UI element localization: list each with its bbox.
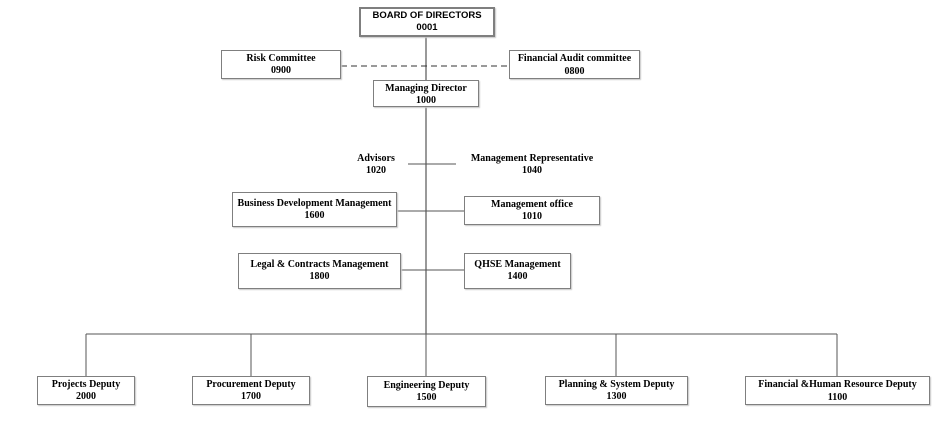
management-office-box: Management office 1010 [464,196,600,225]
qhse-box: QHSE Management 1400 [464,253,571,289]
mgmt-rep-title: Management Representative [470,153,594,164]
deputy-title: Procurement Deputy [206,378,296,390]
deputy-box-projects: Projects Deputy 2000 [37,376,135,405]
deputy-box-planning: Planning & System Deputy 1300 [545,376,688,405]
bizdev-title: Business Development Management [237,197,392,209]
deputy-title: Financial &Human Resource Deputy [758,379,917,390]
legal-title: Legal & Contracts Management [250,259,389,270]
audit-code: 0800 [564,66,585,77]
deputy-title: Planning & System Deputy [558,378,675,390]
deputy-box-finance-hr: Financial &Human Resource Deputy 1100 [745,376,930,405]
deputy-code: 2000 [76,390,96,402]
mgmt-office-title: Management office [491,198,573,210]
qhse-code: 1400 [507,271,528,282]
deputy-box-procurement: Procurement Deputy 1700 [192,376,310,405]
deputy-box-engineering: Engineering Deputy 1500 [367,376,486,407]
deputy-code: 1100 [827,392,848,403]
deputy-code: 1300 [606,390,627,402]
financial-audit-box: Financial Audit committee 0800 [509,50,640,79]
risk-committee-box: Risk Committee 0900 [221,50,341,79]
qhse-title: QHSE Management [474,259,561,270]
management-representative-label: Management Representative 1040 [462,153,602,177]
board-title: BOARD OF DIRECTORS [372,10,482,21]
business-development-box: Business Development Management 1600 [232,192,397,227]
risk-code: 0900 [271,65,291,76]
advisors-title: Advisors [357,153,395,164]
deputy-code: 1700 [241,390,261,402]
mgmt-office-code: 1010 [522,210,542,222]
deputy-title: Engineering Deputy [383,379,470,391]
legal-contracts-box: Legal & Contracts Management 1800 [238,253,401,289]
board-of-directors-box: BOARD OF DIRECTORS 0001 [359,7,495,37]
mgmt-rep-code: 1040 [522,165,542,176]
md-title: Managing Director [385,83,467,94]
advisors-label: Advisors 1020 [346,153,406,177]
deputy-title: Projects Deputy [51,378,121,390]
bizdev-code: 1600 [304,209,325,221]
md-code: 1000 [416,95,436,106]
advisors-code: 1020 [366,165,386,176]
legal-code: 1800 [309,271,330,282]
managing-director-box: Managing Director 1000 [373,80,479,107]
risk-title: Risk Committee [246,53,316,64]
deputy-code: 1500 [416,391,437,403]
board-code: 0001 [416,22,438,33]
audit-title: Financial Audit committee [517,53,632,64]
